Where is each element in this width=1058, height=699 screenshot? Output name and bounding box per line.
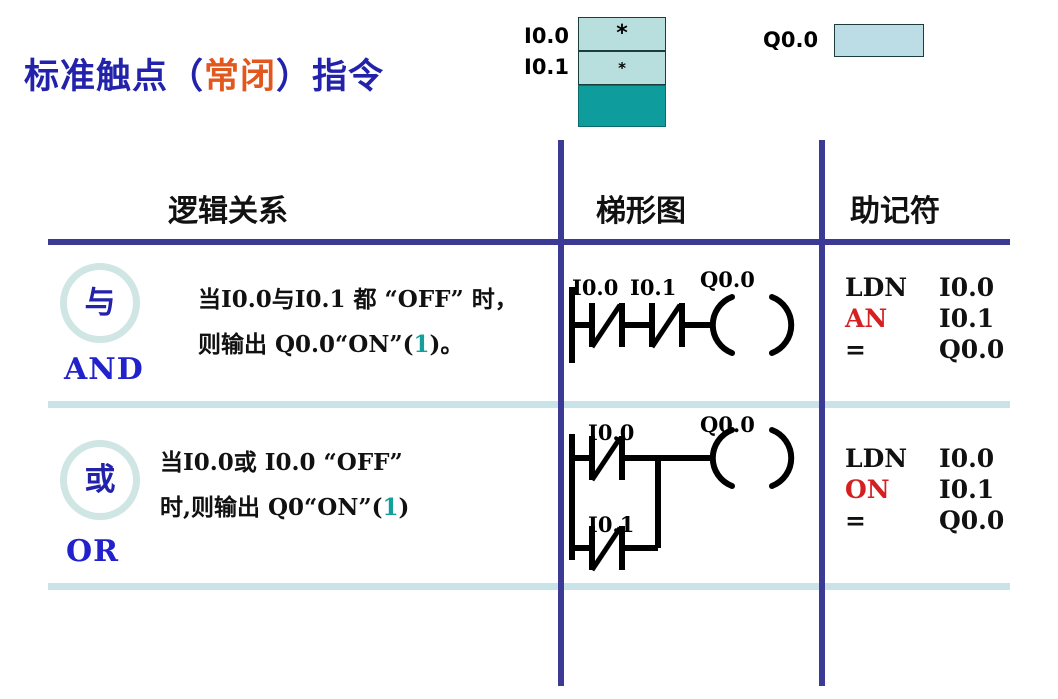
description-or-line2-a: 时,则输出 Q0“ON”( — [160, 494, 383, 521]
ladder-or-svg — [569, 427, 795, 572]
mnemonic-op: LDN — [845, 444, 908, 473]
status-box-q00[interactable] — [834, 24, 924, 57]
asterisk-mark-i01: * — [618, 59, 626, 77]
operator-label-en-and: AND — [64, 352, 144, 387]
page-title-suffix: ）指令 — [276, 57, 385, 97]
status-input-label-i00: I0.0 — [524, 24, 570, 48]
ladder-and-svg — [569, 287, 795, 363]
operator-label-cn-and: 与 — [84, 284, 116, 321]
description-and-line2-a: 则输出 Q0.0“ON”( — [198, 331, 414, 358]
operator-circle-or: 或 — [60, 440, 140, 520]
ladder-and-contact-label-1: I0.0 — [572, 275, 619, 300]
operator-label-cn-or: 或 — [84, 461, 116, 498]
mnemonic-op: = — [845, 506, 866, 535]
ladder-or-contact-label-2: I0.1 — [588, 512, 635, 537]
description-or-state-one: 1 — [382, 494, 399, 521]
status-box-energized[interactable] — [578, 85, 666, 127]
ladder-or-coil-label: Q0.0 — [700, 412, 755, 437]
column-header-mnemonic: 助记符 — [850, 194, 940, 229]
asterisk-mark-i00: * — [616, 21, 628, 46]
page-title-accent: 常闭 — [204, 57, 277, 97]
page-title: 标准触点（常闭）指令 — [24, 48, 384, 99]
row-divider-2 — [48, 583, 1010, 590]
column-header-logic: 逻辑关系 — [168, 194, 288, 229]
status-output-label-q00: Q0.0 — [763, 28, 819, 52]
column-divider-2 — [819, 140, 825, 686]
description-and-line1: 当I0.0与I0.1 都 “OFF” 时， — [198, 286, 518, 313]
mnemonic-arg: I0.0 — [939, 273, 995, 302]
page-title-prefix: 标准触点（ — [24, 57, 205, 97]
column-divider-1 — [558, 140, 564, 686]
description-or-line1: 当I0.0或 I0.0 “OFF” — [160, 449, 403, 476]
ladder-and-contact-label-2: I0.1 — [630, 275, 677, 300]
mnemonic-arg: I0.1 — [939, 475, 995, 504]
operator-circle-and: 与 — [60, 263, 140, 343]
row-divider-1 — [48, 401, 1010, 408]
description-and-line2-b: )。 — [429, 331, 464, 358]
description-or-line2: 时,则输出 Q0“ON”(1) — [160, 491, 409, 524]
operator-label-en-or: OR — [66, 534, 120, 569]
mnemonic-op: = — [845, 335, 866, 364]
description-and-state-one: 1 — [413, 331, 430, 358]
mnemonic-op: AN — [845, 304, 888, 333]
ladder-diagram-or: I0.0 I0.1 Q0.0 — [566, 412, 816, 580]
status-box-i00[interactable]: * — [578, 17, 666, 51]
ladder-and-coil-label: Q0.0 — [700, 267, 755, 292]
status-box-i01[interactable]: * — [578, 51, 666, 85]
mnemonic-arg: I0.1 — [939, 304, 995, 333]
mnemonic-arg: Q0.0 — [939, 506, 1005, 535]
header-divider — [48, 239, 1010, 245]
ladder-diagram-and: I0.0 I0.1 Q0.0 — [566, 267, 816, 385]
ladder-or-contact-label-1: I0.0 — [588, 420, 635, 445]
description-or-line2-b: ) — [398, 494, 410, 521]
description-and-line2: 则输出 Q0.0“ON”(1)。 — [198, 328, 463, 361]
status-input-label-i01: I0.1 — [524, 55, 570, 79]
mnemonic-op: ON — [845, 475, 890, 504]
mnemonic-arg: I0.0 — [939, 444, 995, 473]
mnemonic-op: LDN — [845, 273, 908, 302]
mnemonic-arg: Q0.0 — [939, 335, 1005, 364]
column-header-ladder: 梯形图 — [596, 194, 686, 229]
